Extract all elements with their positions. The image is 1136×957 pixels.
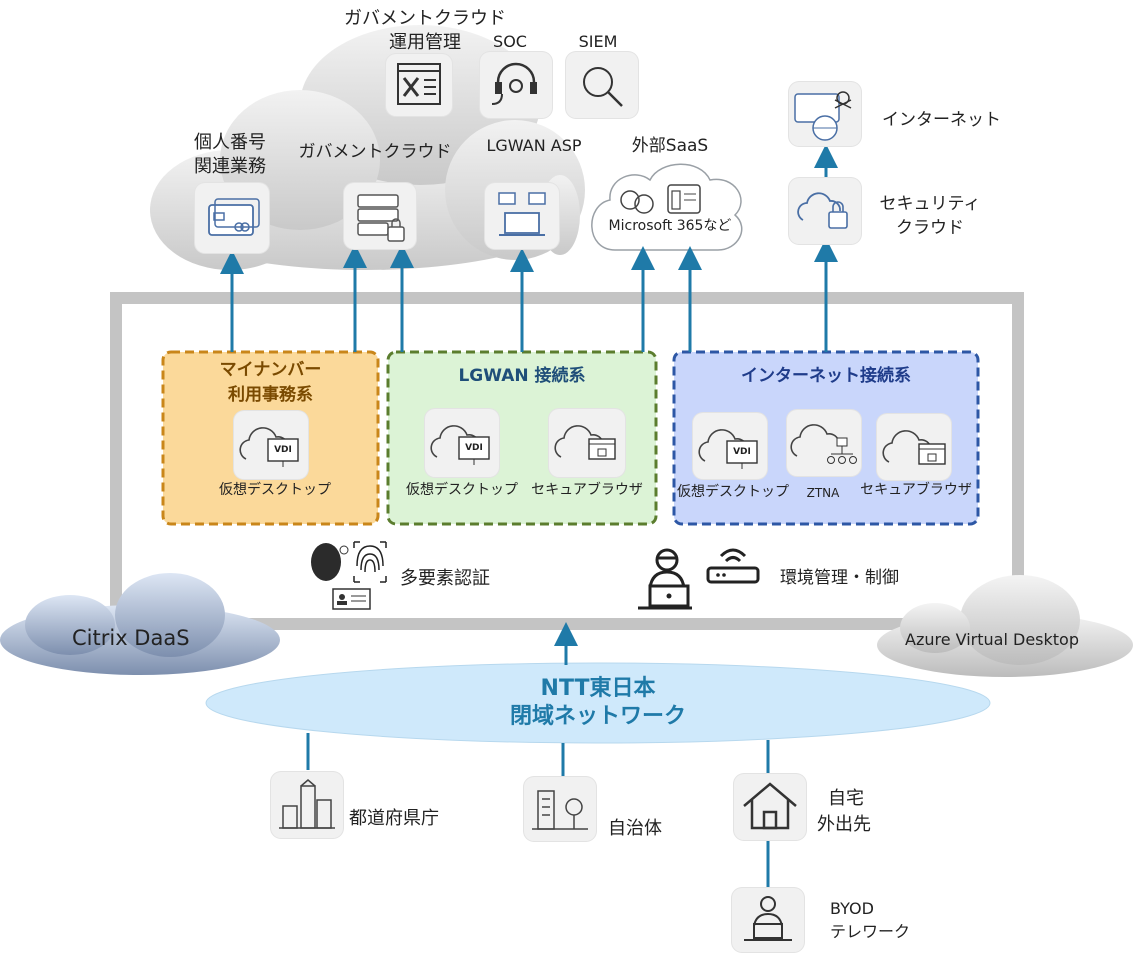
citrix-cloud-shape xyxy=(0,573,280,675)
ops-label-line1: ガバメントクラウド xyxy=(344,8,506,29)
vdi-tag: VDI xyxy=(465,443,483,453)
city-hall-icon xyxy=(524,777,596,841)
mfa-label: 多要素認証 xyxy=(400,568,490,589)
byod-label-line1: BYOD xyxy=(830,899,874,918)
vdi-cloud-icon: VDI xyxy=(693,413,767,479)
security-cloud-line2: クラウド xyxy=(896,218,964,238)
ztna-cloud-icon xyxy=(787,410,861,476)
house-icon xyxy=(734,774,806,840)
fingerprint-icon xyxy=(352,540,388,584)
zone-internet-title: インターネット接続系 xyxy=(741,366,911,386)
lgwan-vdi-label: 仮想デスクトップ xyxy=(406,482,518,498)
mynumber-vdi-label: 仮想デスクトップ xyxy=(219,482,331,498)
magnifier-icon xyxy=(566,52,638,118)
lgwan-secure-browser-label: セキュアブラウザ xyxy=(531,482,643,498)
lgwan-asp-label: LGWAN ASP xyxy=(486,136,582,155)
home-label-line1: 自宅 xyxy=(828,788,864,809)
security-cloud-line1: セキュリティ xyxy=(879,194,981,214)
vdi-cloud-icon: VDI xyxy=(234,411,308,479)
municipality-label: 自治体 xyxy=(608,818,662,839)
secure-browser-cloud-icon xyxy=(549,409,625,477)
skull-browser-icon xyxy=(789,82,861,146)
env-mgmt-label: 環境管理・制御 xyxy=(780,568,899,588)
zone-lgwan-title: LGWAN 接続系 xyxy=(458,366,586,386)
external-saas-title: 外部SaaS xyxy=(631,136,709,156)
byod-user-icon xyxy=(732,888,804,952)
cloud-lock-icon xyxy=(789,178,861,244)
zone-mynumber-title-line2: 利用事務系 xyxy=(228,385,313,405)
zone-mynumber-title-line1: マイナンバー xyxy=(219,360,322,380)
home-label-line2: 外出先 xyxy=(817,814,871,835)
chat-cloud-icon xyxy=(618,186,658,218)
citrix-label: Citrix DaaS xyxy=(72,626,190,650)
prefecture-label: 都道府県庁 xyxy=(349,808,439,829)
server-lock-icon xyxy=(344,183,416,249)
external-saas-inner: Microsoft 365など xyxy=(608,218,732,234)
ztna-label: ZTNA xyxy=(806,486,840,500)
ops-console-icon xyxy=(386,54,452,116)
network-title-line1: NTT東日本 xyxy=(540,676,656,701)
azure-label: Azure Virtual Desktop xyxy=(905,630,1079,649)
operator-icon xyxy=(636,546,694,612)
building-icon xyxy=(271,772,343,838)
gov-cloud-label: ガバメントクラウド xyxy=(298,142,452,162)
headset-icon xyxy=(480,52,552,118)
laptop-mail-icon xyxy=(485,183,559,249)
saas-cloud-shape xyxy=(591,163,743,251)
vdi-tag: VDI xyxy=(733,447,751,457)
vdi-cloud-icon: VDI xyxy=(425,409,499,477)
ops-label-line2: 運用管理 xyxy=(389,32,461,53)
id-card-icon xyxy=(332,587,372,611)
azure-cloud-shape xyxy=(877,575,1133,677)
mynumber-ops-line1: 個人番号 xyxy=(194,132,266,153)
soc-label: SOC xyxy=(493,32,527,51)
vdi-tag: VDI xyxy=(274,445,292,455)
internet-vdi-label: 仮想デスクトップ xyxy=(677,484,789,500)
network-ellipse xyxy=(205,662,991,744)
app-window-icon xyxy=(664,182,704,216)
mynumber-ops-line2: 関連業務 xyxy=(194,156,266,177)
network-title-line2: 閉域ネットワーク xyxy=(509,704,686,729)
connection-arrows xyxy=(220,144,838,888)
card-icon xyxy=(195,183,269,253)
face-icon xyxy=(306,540,350,586)
internet-label: インターネット xyxy=(882,110,1001,130)
router-icon xyxy=(704,542,762,586)
secure-browser-cloud-icon xyxy=(877,414,951,480)
siem-label: SIEM xyxy=(578,32,618,51)
byod-label-line2: テレワーク xyxy=(830,922,911,941)
internet-secure-browser-label: セキュアブラウザ xyxy=(860,482,972,498)
